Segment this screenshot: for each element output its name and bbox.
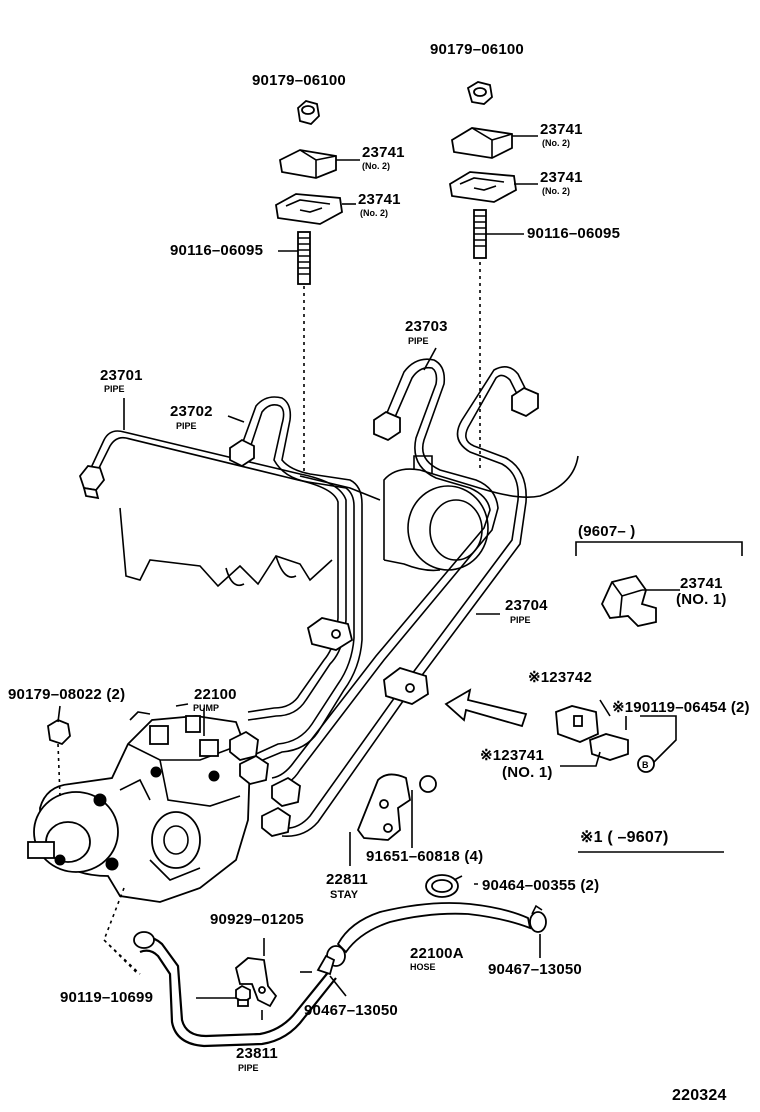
- pipe-23704-line: [281, 366, 539, 838]
- label-clamp-right-upper-sub: (No. 2): [542, 138, 570, 148]
- pipe-23703-line: [271, 358, 499, 787]
- stud-right-icon: [473, 209, 487, 259]
- label-nut-pump: 90179–08022 (2): [8, 686, 126, 703]
- nut-right-icon: [466, 81, 493, 105]
- clamp-upper-left-icon: [279, 149, 337, 179]
- pipe-23702-line: [229, 396, 363, 763]
- label-clamp-hose-left: 90467–13050: [304, 1002, 398, 1019]
- inset-clamp-no1-icon: [600, 574, 657, 627]
- label-inset-clamp-sub: (NO. 1): [676, 591, 727, 608]
- hose-clamp-right-icon: [529, 904, 547, 933]
- clip-90929-icon: [234, 957, 278, 1008]
- label-nut-right: 90179–06100: [430, 41, 524, 58]
- label-stay-sub: STAY: [330, 889, 359, 901]
- label-pipe-23704-sub: PIPE: [510, 615, 531, 625]
- label-stay: 22811: [326, 871, 368, 888]
- stay-22811-icon: [356, 773, 437, 841]
- label-circle-b: B: [642, 760, 649, 770]
- label-diagram-id: 220324: [672, 1087, 727, 1104]
- label-ref-123741-sub: (NO. 1): [502, 764, 553, 781]
- label-inset-range: (9607– ): [578, 523, 636, 540]
- label-hose-sub: HOSE: [410, 962, 436, 972]
- label-stud-right: 90116–06095: [527, 225, 621, 242]
- pipe-clamp-lower-icon: [383, 667, 429, 705]
- label-clamp-left-lower-sub: (No. 2): [360, 208, 388, 218]
- hose-clip-icon: [425, 874, 463, 898]
- pipe-23701-line: [78, 430, 347, 721]
- label-pipe-23703: 23703: [405, 318, 448, 335]
- injection-pump-icon: [27, 703, 251, 903]
- footnote-underline: [578, 851, 724, 853]
- label-clip-top: 90929–01205: [210, 911, 304, 928]
- label-clamp-left-upper-sub: (No. 2): [362, 161, 390, 171]
- clamp-upper-right-icon: [451, 127, 513, 159]
- nut-left-icon: [297, 100, 320, 126]
- label-ref-123741: ※123741: [480, 747, 545, 764]
- label-nut-left: 90179–06100: [252, 72, 346, 89]
- label-pipe-23811: 23811: [236, 1045, 278, 1062]
- pipe-clamp-middle-icon: [306, 617, 354, 651]
- label-ref-bolt: ※190119–06454 (2): [612, 699, 750, 716]
- bolt-bottom-icon: [235, 984, 251, 1007]
- leader-lines: [57, 135, 538, 1020]
- engine-block-outline: [119, 455, 579, 588]
- label-pipe-23703-sub: PIPE: [408, 336, 429, 346]
- label-stud-left: 90116–06095: [170, 242, 264, 259]
- circle-b-marker: [637, 755, 655, 773]
- hose-22100a-icon: [336, 902, 532, 954]
- pipe-23811-line: [133, 931, 337, 1048]
- label-ref-123742: ※123742: [528, 669, 593, 686]
- label-pipe-23701: 23701: [100, 367, 143, 384]
- label-clamp-right-upper: 23741: [540, 121, 583, 138]
- view-arrow-icon: [444, 688, 528, 728]
- label-clamp-left-lower: 23741: [358, 191, 401, 208]
- label-hose-clip: 90464–00355 (2): [482, 877, 600, 894]
- label-pipe-23702-sub: PIPE: [176, 421, 197, 431]
- label-inset-clamp: 23741: [680, 575, 723, 592]
- clamp-123742-icon: [555, 705, 599, 743]
- label-pipe-23811-sub: PIPE: [238, 1063, 259, 1073]
- label-pipe-23704: 23704: [505, 597, 548, 614]
- label-pipe-23702: 23702: [170, 403, 213, 420]
- pump-nut-icon: [47, 718, 71, 746]
- clamp-lower-right-icon: [449, 171, 517, 203]
- label-bolt-bottom: 90119–10699: [60, 989, 154, 1006]
- label-clamp-left-upper: 23741: [362, 144, 405, 161]
- delivery-valve-icon: [229, 730, 301, 837]
- stud-left-icon: [297, 231, 311, 285]
- label-pump-sub: PUMP: [193, 703, 220, 713]
- label-hose: 22100A: [410, 945, 464, 962]
- clamp-123741-icon: [589, 733, 629, 761]
- clamp-lower-left-icon: [275, 193, 343, 225]
- label-clamp-right-lower: 23741: [540, 169, 583, 186]
- pipe-end-fitting-icon: [316, 954, 336, 976]
- label-pump: 22100: [194, 686, 237, 703]
- label-pipe-23701-sub: PIPE: [104, 384, 125, 394]
- label-clamp-hose-right: 90467–13050: [488, 961, 582, 978]
- label-footnote: ※1 ( –9607): [580, 829, 669, 846]
- label-bolt-stay: 91651–60818 (4): [366, 848, 484, 865]
- label-clamp-right-lower-sub: (No. 2): [542, 186, 570, 196]
